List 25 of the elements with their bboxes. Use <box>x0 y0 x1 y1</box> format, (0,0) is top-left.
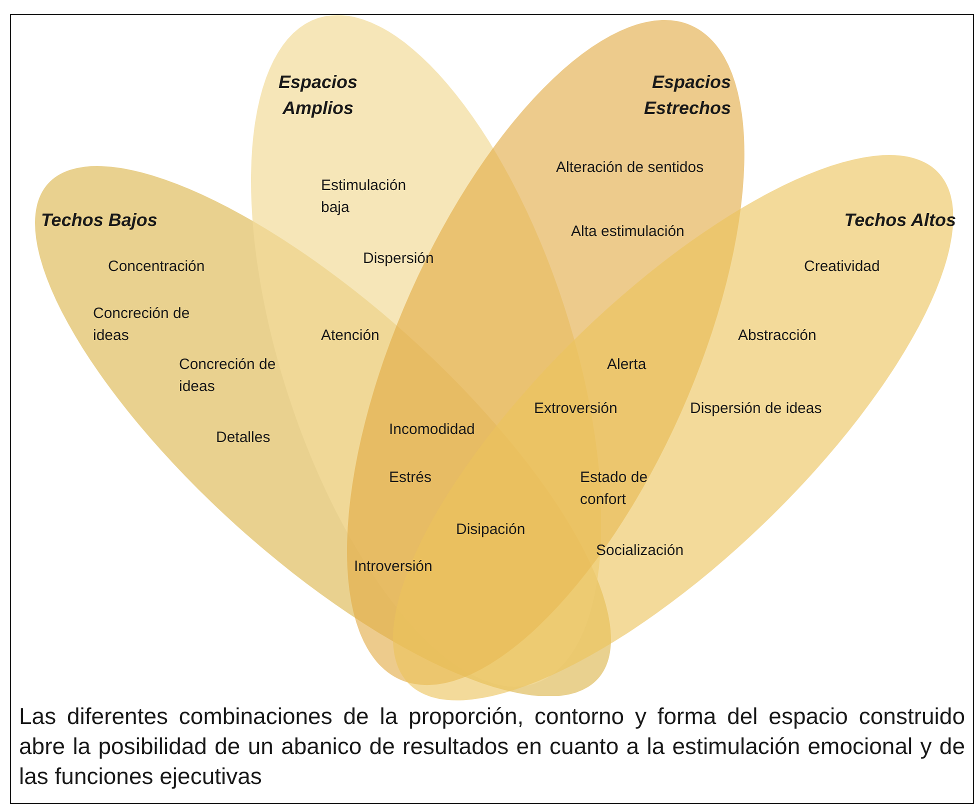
set-label: Concentración <box>108 257 206 277</box>
set-label: Estrés <box>389 468 433 488</box>
set-label: Disipación <box>456 520 526 540</box>
set-label: Abstracción <box>738 326 818 346</box>
set-heading: Techos Bajos <box>40 208 158 232</box>
set-label: Estimulación baja <box>321 176 408 218</box>
set-label: Concreción de ideas <box>93 304 191 346</box>
set-label: Dispersión <box>363 249 435 269</box>
set-label: Extroversión <box>534 399 618 419</box>
set-label: Dispersión de ideas <box>690 399 823 419</box>
set-heading: Espacios Estrechos <box>642 70 731 120</box>
set-label: Alerta <box>607 355 648 375</box>
set-heading: Espacios Amplios <box>277 70 358 120</box>
set-label: Concreción de ideas <box>179 355 277 397</box>
set-heading: Techos Altos <box>843 208 956 232</box>
set-label: Socialización <box>596 541 685 561</box>
set-label: Creatividad <box>804 257 881 277</box>
set-label: Atención <box>321 326 380 346</box>
set-label: Detalles <box>216 428 272 448</box>
set-label: Alteración de sentidos <box>556 158 705 178</box>
caption: Las diferentes combinaciones de la proporción, contorno y forma del espacio construido abre la posibilidad de un abanico de resultados en cuanto a la estimulación emocional y de las funciones ejecutivas <box>19 702 965 791</box>
set-label: Estado de confort <box>580 468 649 510</box>
set-label: Alta estimulación <box>571 222 686 242</box>
set-label: Introversión <box>354 557 434 577</box>
set-label: Incomodidad <box>389 420 476 440</box>
